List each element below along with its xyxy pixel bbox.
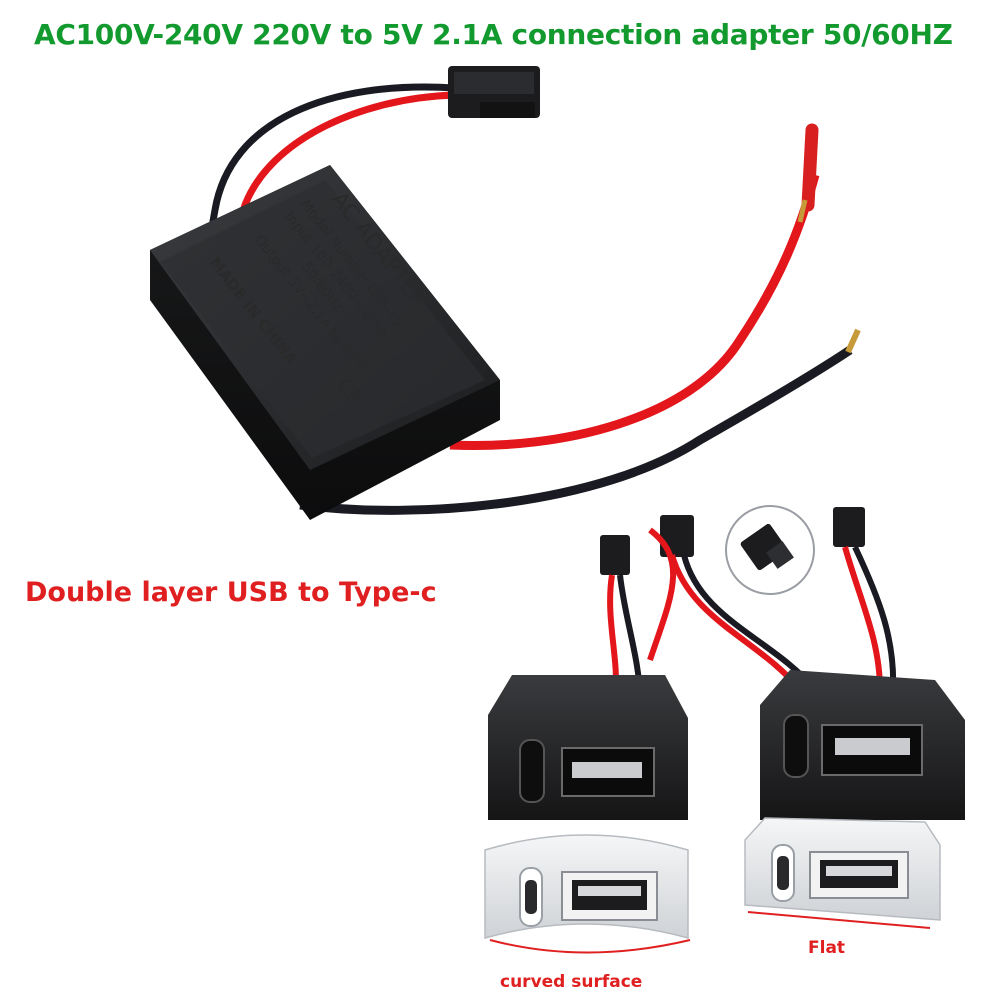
headline: AC100V-240V 220V to 5V 2.1A connection a… — [34, 18, 953, 51]
usb-socket-white-flat — [744, 817, 941, 921]
usb-socket-black-curved — [488, 675, 688, 820]
ac-adapter-box: AC ADAPTER Model Number DYS-19 Input 100… — [150, 165, 500, 520]
socket-wires — [600, 507, 897, 701]
jst-connector-top — [448, 66, 540, 118]
curved-surface-label: curved surface — [500, 972, 643, 992]
connector-closeup — [725, 505, 815, 595]
flat-indicator-line — [747, 911, 931, 929]
curved-indicator-line — [489, 939, 691, 954]
flat-label: Flat — [808, 938, 846, 958]
output-wires — [299, 123, 861, 515]
usb-socket-white-curved — [484, 834, 689, 939]
subheadline: Double layer USB to Type-c — [25, 577, 437, 608]
usb-socket-black-flat — [760, 670, 965, 820]
